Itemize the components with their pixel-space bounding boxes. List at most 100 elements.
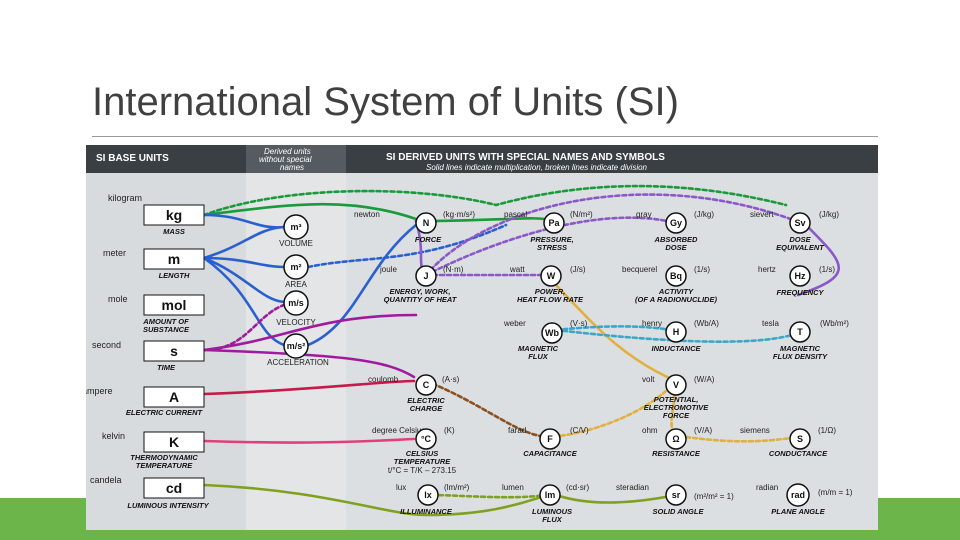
kg-to-sievert-line — [202, 184, 788, 217]
unit-circle — [665, 265, 687, 287]
base-unit-symbol: kg — [166, 207, 182, 223]
unit-caption: MAGNETIC — [518, 344, 559, 353]
unit-name: lumen — [502, 483, 524, 492]
base-unit-box — [143, 248, 205, 270]
base-unit-name: candela — [90, 475, 122, 485]
unit-caption-2: STRESS — [537, 243, 567, 252]
unit-caption-2: HEAT FLOW RATE — [517, 295, 584, 304]
base-unit-box — [143, 294, 205, 316]
unit-circle — [665, 374, 687, 396]
unit-circle — [665, 484, 687, 506]
derived-unit-radian: radian (m/m = 1) rad PLANE ANGLE — [756, 483, 853, 516]
unit-name: siemens — [740, 426, 770, 435]
unit-caption: MAGNETIC — [780, 344, 821, 353]
derived-unit-hertz: hertz (1/s) Hz FREQUENCY — [758, 265, 835, 297]
unit-definition: (cd·sr) — [566, 483, 589, 492]
unit-caption-2: DOSE — [665, 243, 687, 252]
derived-unit-joule: joule (N·m) J ENERGY, WORK, QUANTITY OF … — [379, 265, 464, 304]
derived-unit-farad: farad (C/V) F CAPACITANCE — [508, 426, 589, 458]
unit-definition: (1/Ω) — [818, 426, 836, 435]
base-unit-name: ampere — [86, 386, 113, 396]
unit-circle — [283, 254, 309, 280]
unit-symbol: m² — [291, 262, 302, 272]
unit-name: watt — [509, 265, 525, 274]
unnamed-derived-list: m³ VOLUME m² AREA m/s VELOCITY m/s² ACCE… — [267, 214, 329, 367]
unit-name: weber — [503, 319, 526, 328]
derived-unit-lumen: lumen (cd·sr) lm LUMINOUS FLUX — [502, 483, 589, 524]
unit-definition: (V·s) — [570, 319, 588, 328]
unit-name: radian — [756, 483, 778, 492]
base-units-header: SI BASE UNITS — [96, 153, 169, 164]
unit-symbol: Hz — [795, 271, 806, 281]
base-unit-symbol: mol — [162, 297, 187, 313]
unnamed-header-line3: names — [280, 163, 304, 172]
derived-unit-newton: newton (kg·m/s²) N FORCE — [354, 210, 475, 244]
base-unit-symbol: A — [169, 389, 179, 405]
derived-unit-henry: henry (Wb/A) H INDUCTANCE — [642, 319, 719, 353]
area-to-pascal-line — [306, 223, 508, 269]
derived-unit-gray: gray (J/kg) Gy ABSORBED DOSE — [636, 210, 714, 252]
base-unit-caption: TIME — [157, 363, 176, 372]
unit-caption: POWER, — [535, 287, 565, 296]
unnamed-header-line1: Derived units — [264, 147, 311, 156]
unit-definition: (K) — [444, 426, 455, 435]
derived-unit-ohm: ohm (V/A) Ω RESISTANCE — [642, 426, 713, 458]
unit-definition: (kg·m/s²) — [443, 210, 475, 219]
unit-caption-3: t/°C = T/K – 273.15 — [388, 466, 457, 475]
unit-caption: ACCELERATION — [267, 358, 329, 367]
unit-name: ohm — [642, 426, 658, 435]
unit-definition: (1/s) — [694, 265, 710, 274]
unit-caption-2: ELECTROMOTIVE — [644, 403, 710, 412]
unit-circle — [665, 321, 687, 343]
unit-caption: ABSORBED — [654, 235, 699, 244]
unit-name: sievert — [750, 210, 774, 219]
slide-title: International System of Units (SI) — [92, 80, 679, 124]
unit-name: tesla — [762, 319, 779, 328]
base-unit-caption-2: TEMPERATURE — [136, 461, 194, 470]
lumen-to-lux-line — [424, 493, 550, 499]
unit-caption: PRESSURE, — [530, 235, 573, 244]
unit-circle — [665, 212, 687, 234]
unit-name: coulomb — [368, 375, 399, 384]
unit-symbol: J — [423, 271, 428, 281]
unit-name: pascal — [504, 210, 527, 219]
base-unit-symbol: m — [168, 251, 180, 267]
unit-definition: (N·m) — [443, 265, 464, 274]
unit-caption-2: FLUX DENSITY — [773, 352, 828, 361]
header-band — [86, 145, 878, 173]
cd-to-lumen-line — [202, 483, 550, 517]
unit-circle — [789, 321, 811, 343]
base-unit-box — [143, 204, 205, 226]
unit-caption: AREA — [285, 280, 307, 289]
base-unit-caption: AMOUNT OF — [142, 317, 189, 326]
kg-to-newton-line — [202, 202, 418, 221]
base-unit-second: second s TIME — [92, 340, 205, 372]
unit-symbol: °C — [421, 434, 432, 444]
base-unit-ampere: ampere A ELECTRIC CURRENT — [82, 386, 205, 417]
base-unit-caption: THERMODYNAMIC — [130, 453, 198, 462]
unit-circle — [786, 483, 810, 507]
unit-symbol: Pa — [548, 218, 560, 228]
m-accel-line — [202, 256, 286, 347]
unit-definition: (N/m²) — [570, 210, 593, 219]
unit-symbol: lx — [424, 490, 432, 500]
unit-circle — [541, 322, 563, 344]
unit-definition: (C/V) — [570, 426, 589, 435]
unit-circle — [665, 428, 687, 450]
unnamed-header-line2: without special — [259, 155, 312, 164]
unit-caption-2: TEMPERATURE — [394, 457, 452, 466]
watt-to-volt-line — [549, 278, 678, 383]
unit-symbol: Wb — [545, 328, 559, 338]
volt-to-farad-line — [546, 379, 678, 439]
unit-caption-2: FLUX — [542, 515, 563, 524]
A-to-coulomb-line — [202, 379, 416, 396]
diagram-canvas: SI BASE UNITS Derived units without spec… — [82, 145, 878, 530]
derived-unit-coulomb: coulomb (A·s) C ELECTRIC CHARGE — [368, 374, 460, 413]
unit-symbol: Sv — [794, 218, 805, 228]
unit-circle — [539, 428, 561, 450]
unit-definition: (J/kg) — [819, 210, 839, 219]
unit-caption-3: FORCE — [663, 411, 690, 420]
derived-unit-weber: weber (V·s) Wb MAGNETIC FLUX — [503, 319, 588, 361]
weber-to-tesla-line — [554, 328, 800, 343]
derived-unit-siemens: siemens (1/Ω) S CONDUCTANCE — [740, 426, 836, 458]
